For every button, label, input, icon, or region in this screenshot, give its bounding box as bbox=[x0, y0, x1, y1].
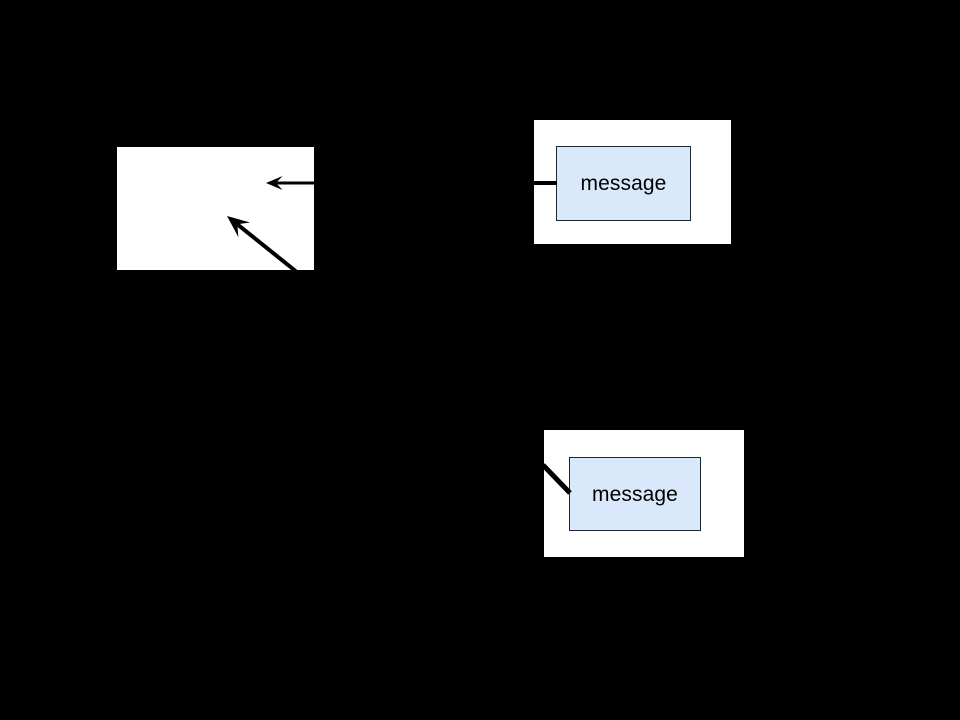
empty-white-panel[interactable] bbox=[117, 147, 314, 270]
message-node-bottom[interactable]: message bbox=[569, 457, 701, 531]
message-node-bottom-label: message bbox=[592, 482, 678, 506]
message-node-top[interactable]: message bbox=[556, 146, 691, 221]
message-node-top-label: message bbox=[580, 172, 667, 195]
